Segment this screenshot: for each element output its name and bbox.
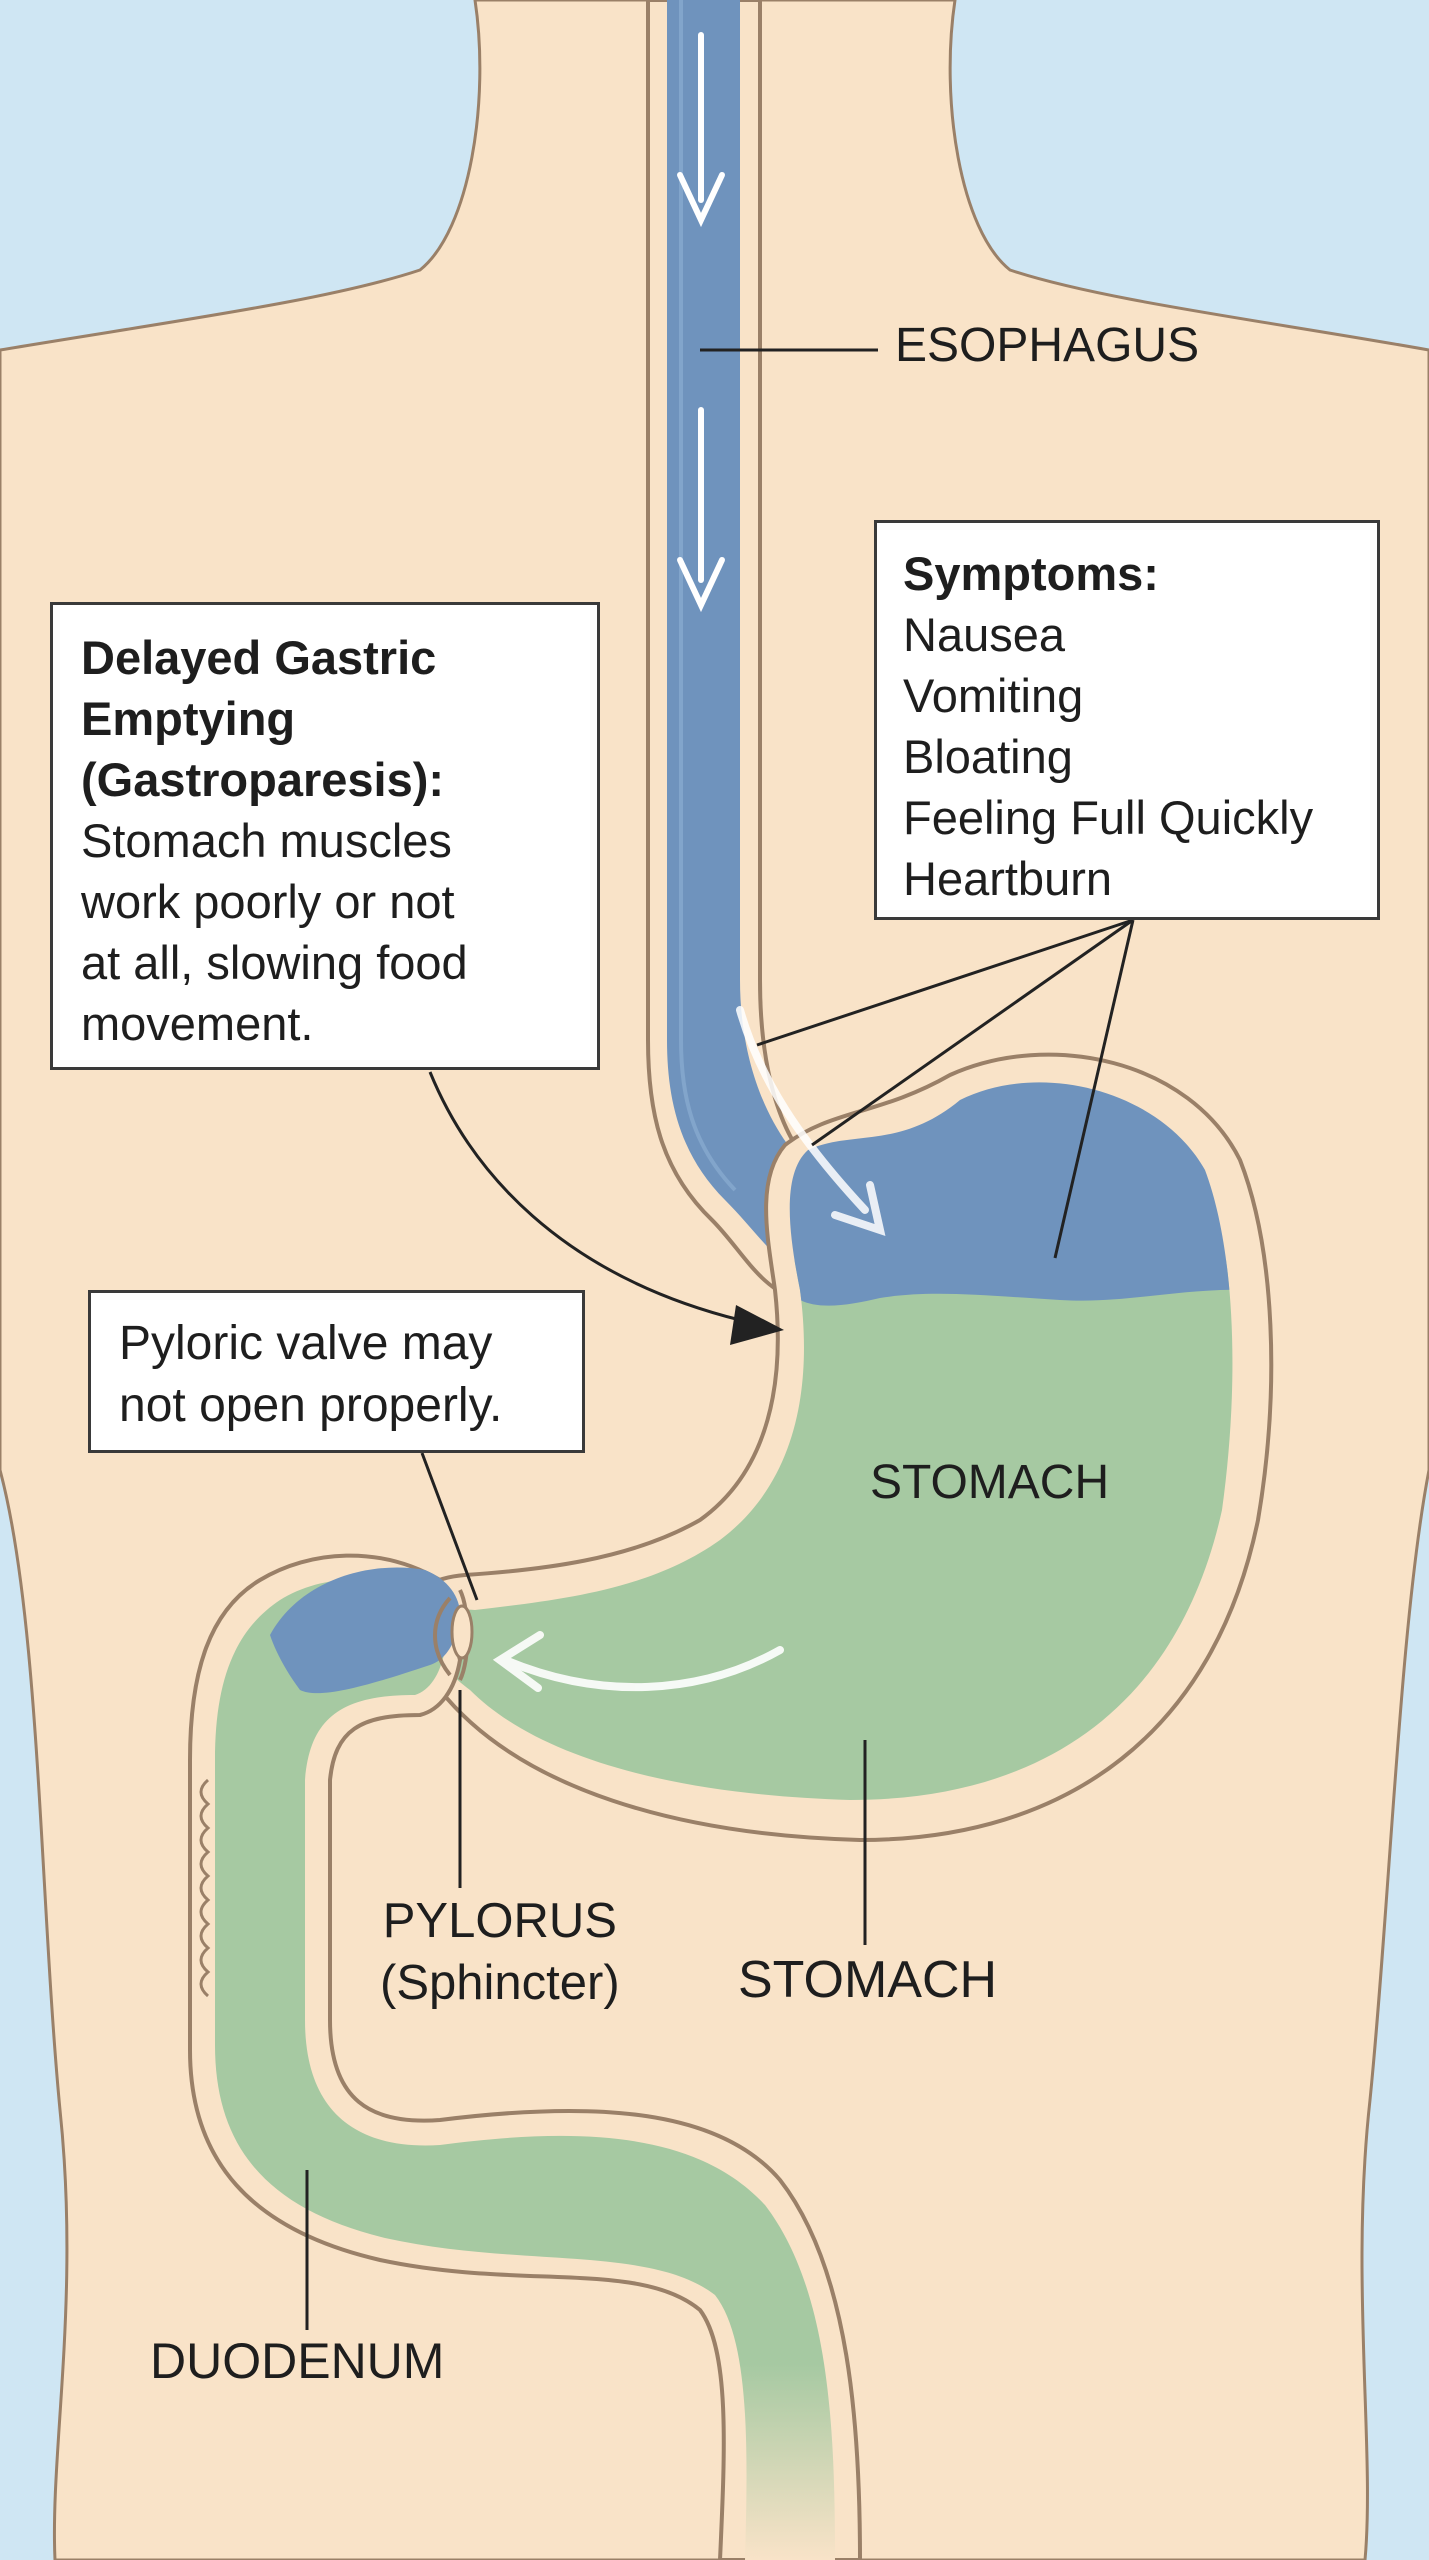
duodenum-content <box>215 1579 835 2560</box>
symptoms-callout: Symptoms: Nausea Vomiting Bloating Feeli… <box>874 520 1380 920</box>
gastro-heading-1: Delayed Gastric <box>81 631 437 684</box>
symptom-item: Heartburn <box>903 852 1112 905</box>
esophagus-lumen <box>667 0 880 1280</box>
gastro-body-2: work poorly or not <box>81 875 455 928</box>
gastro-heading-3: (Gastroparesis): <box>81 753 445 806</box>
symptom-item: Feeling Full Quickly <box>903 791 1314 844</box>
pyloric-line-1: Pyloric valve may <box>119 1317 493 1370</box>
duodenal-bulb-blue <box>270 1567 461 1694</box>
symptom-item: Vomiting <box>903 669 1084 722</box>
esophagus-label: ESOPHAGUS <box>895 319 1200 372</box>
leader-lines <box>305 348 1135 2330</box>
symptoms-heading: Symptoms: <box>903 547 1159 600</box>
flow-arrow-to-pylorus <box>492 1631 784 1692</box>
flow-arrows-esophagus <box>677 32 725 613</box>
symptom-item: Bloating <box>903 730 1073 783</box>
gastro-body-3: at all, slowing food <box>81 936 468 989</box>
duodenum-label: DUODENUM <box>150 2333 445 2389</box>
symptom-item: Nausea <box>903 608 1065 661</box>
pylorus-label-sub: (Sphincter) <box>380 1956 620 2010</box>
stomach-lower-label: STOMACH <box>738 1951 998 2009</box>
pylorus-label-main: PYLORUS <box>382 1894 617 1948</box>
pyloric-line-2: not open properly. <box>119 1379 503 1432</box>
pyloric-valve-callout: Pyloric valve may not open properly. <box>88 1290 585 1453</box>
gastro-body-1: Stomach muscles <box>81 814 452 867</box>
stomach-fluid-blue <box>700 1082 1233 1306</box>
flow-arrow-into-stomach <box>736 1006 886 1237</box>
arrowhead-gastro <box>730 1305 784 1345</box>
gastro-heading-2: Emptying <box>81 692 296 745</box>
stomach-inner-label: STOMACH <box>870 1456 1110 1509</box>
duodenum-folds <box>199 1778 211 1998</box>
gastro-body-4: movement. <box>81 997 314 1050</box>
gastroparesis-callout: Delayed Gastric Emptying (Gastroparesis)… <box>50 602 600 1070</box>
pylorus-label: PYLORUS (Sphincter) <box>380 1890 620 2014</box>
